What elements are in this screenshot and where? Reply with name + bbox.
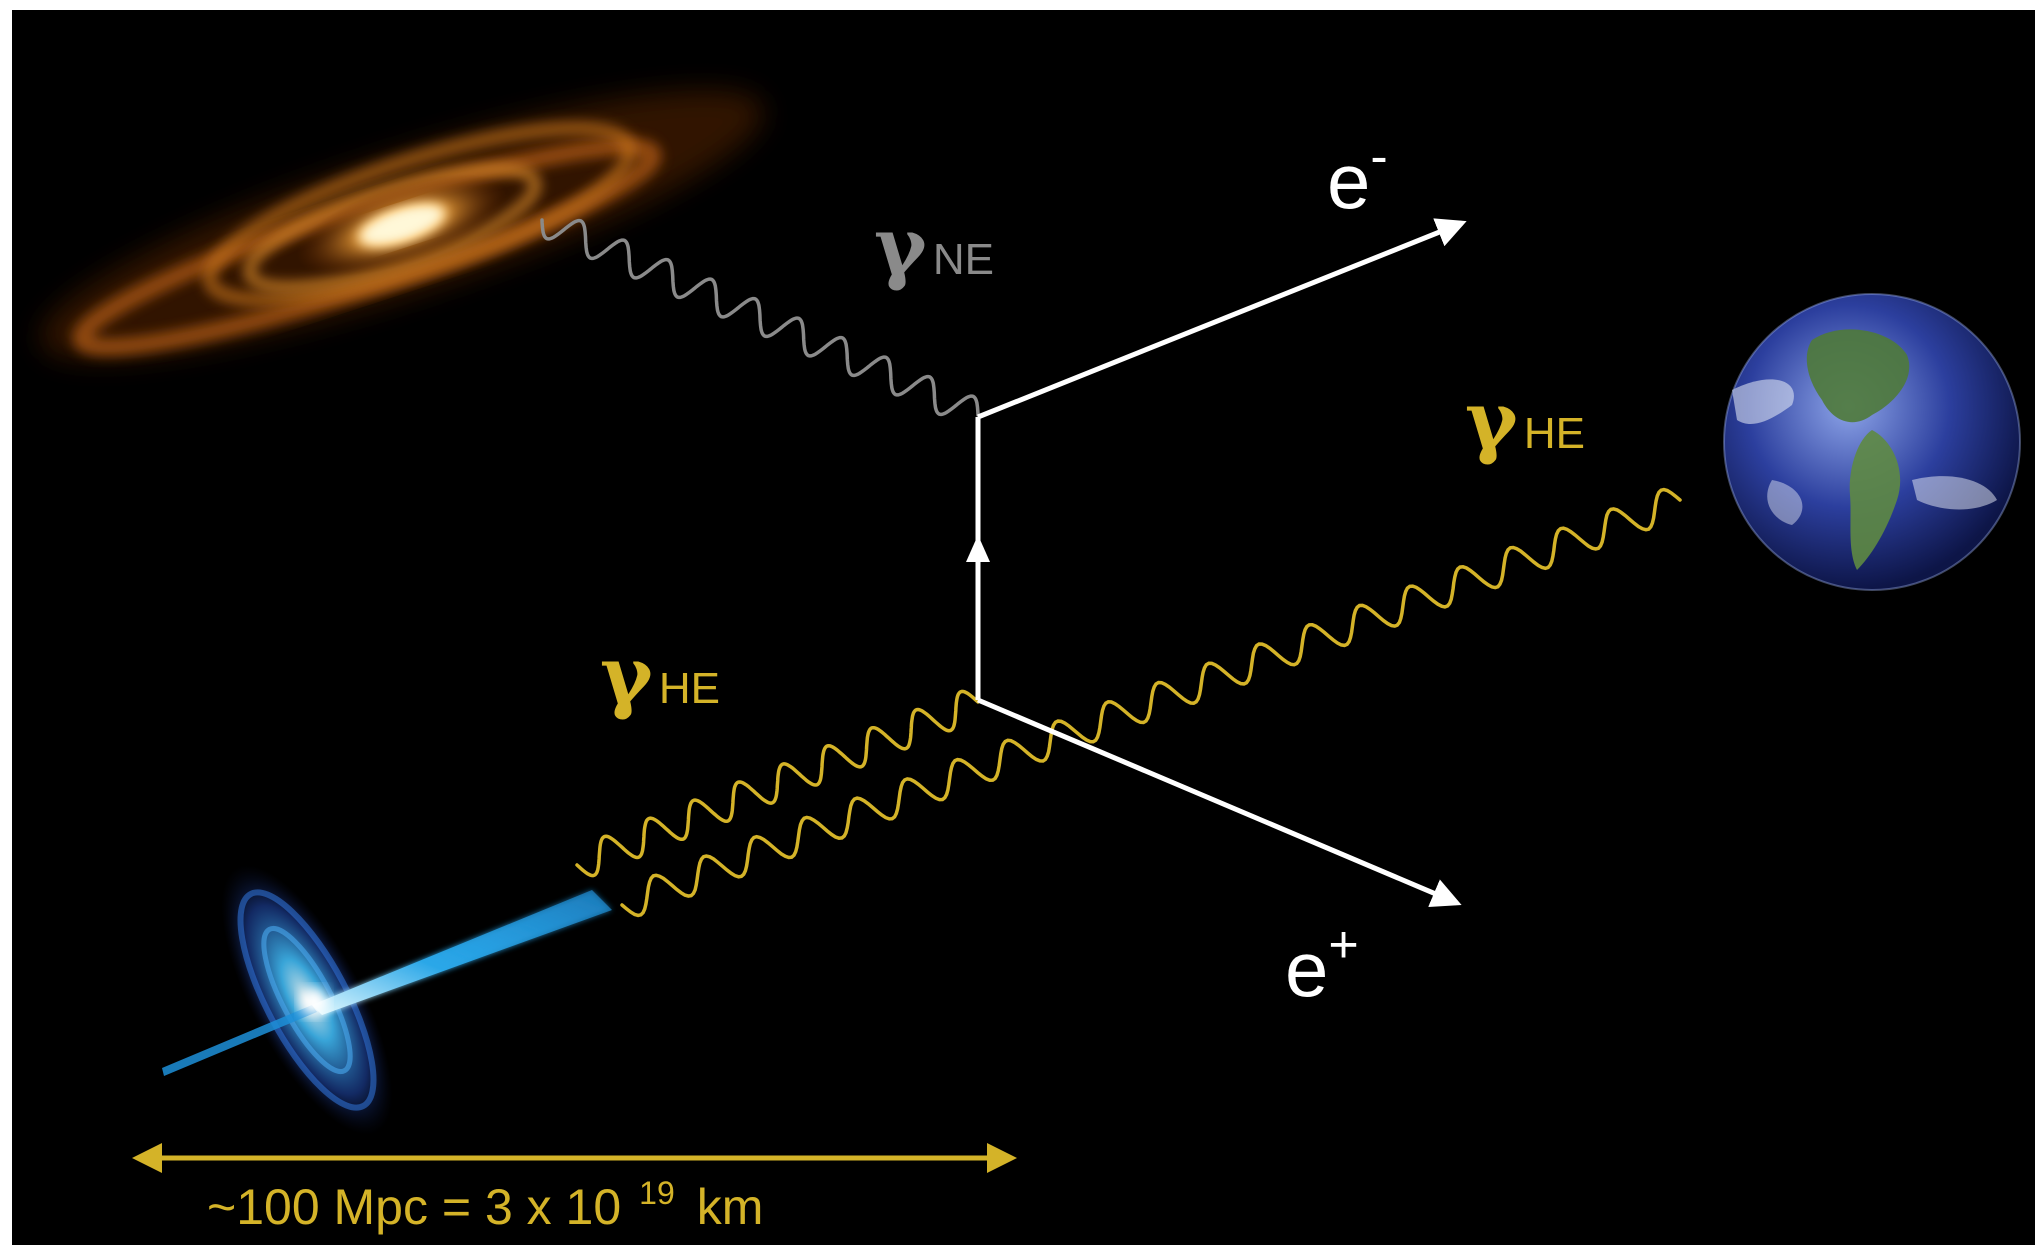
distance-scale-label: ~100 Mpc = 3 x 10 19 km — [207, 1177, 764, 1235]
distance-exponent: 19 — [639, 1175, 675, 1211]
gamma-symbol: γ — [600, 628, 653, 722]
electron-symbol: e — [1327, 137, 1371, 225]
spiral-galaxy-icon — [39, 90, 765, 360]
electron-label: e- — [1327, 131, 1388, 220]
photon-paths — [540, 218, 1682, 918]
gamma-symbol: γ — [1465, 373, 1518, 467]
virtual-line-arrow-icon — [966, 535, 990, 562]
earth-globe-icon — [1723, 293, 2021, 591]
electron-line — [977, 218, 1467, 420]
gamma-symbol: γ — [874, 199, 927, 293]
positron-symbol: e — [1285, 925, 1329, 1013]
gamma-ne-subscript: NE — [932, 235, 994, 284]
low-energy-photon — [540, 218, 980, 417]
positron-label: e+ — [1285, 919, 1359, 1008]
distance-value: ~100 Mpc = 3 x 10 — [207, 1179, 622, 1235]
high-energy-photon-incoming — [575, 689, 980, 878]
positron-charge: + — [1328, 916, 1359, 974]
particle-lines — [966, 218, 1467, 908]
gamma-he-subscript: HE — [1523, 409, 1585, 458]
electron-charge: - — [1370, 128, 1388, 186]
blazar-jet-icon — [162, 865, 612, 1135]
distance-unit: km — [696, 1179, 764, 1235]
gamma-he-subscript: HE — [658, 664, 720, 713]
positron-line — [977, 697, 1462, 908]
diagram-graphics — [39, 90, 2021, 1173]
high-energy-photon-to-earth — [620, 487, 1682, 918]
